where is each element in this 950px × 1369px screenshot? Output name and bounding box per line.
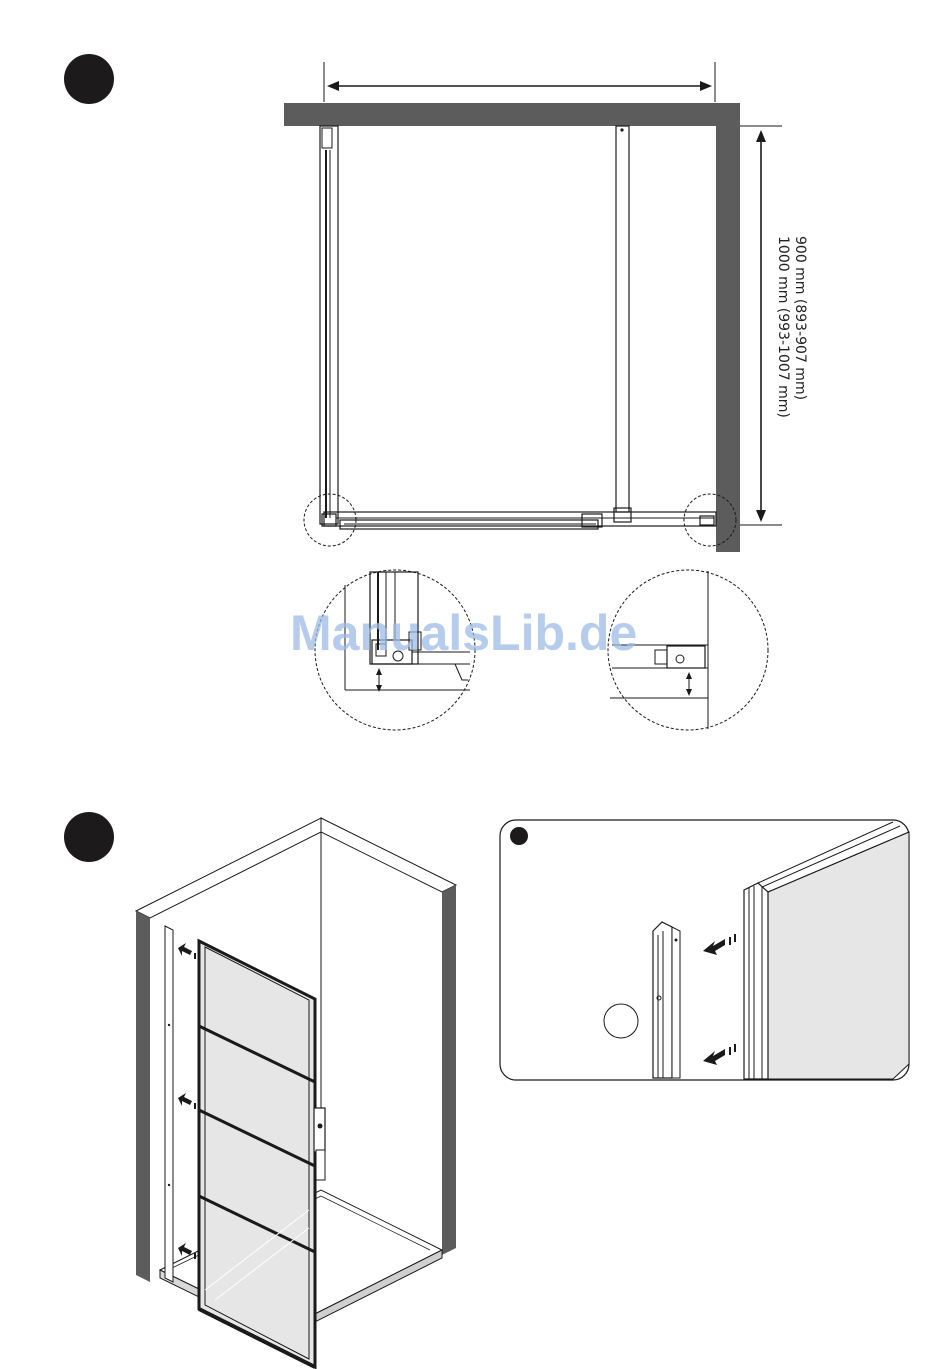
- door-handle: [314, 1108, 325, 1152]
- back-wall: [284, 103, 740, 126]
- depth-arrow-bottom-icon: [756, 510, 766, 522]
- depth-label-900: 900 mm (893-907 mm): [792, 236, 808, 400]
- inset-u-profile-side: [672, 927, 680, 1078]
- step-1-marker-icon: [64, 54, 114, 104]
- top-view-plan: 900 mm (893-907 mm) 1000 mm (993-1007 mm…: [284, 62, 808, 552]
- push-arrow-middle-icon: [178, 1093, 199, 1111]
- side-wall: [716, 103, 740, 552]
- depth-label-1000: 1000 mm (993-1007 mm): [775, 236, 791, 418]
- right-wall-top-edge: [321, 818, 456, 892]
- wall-profile-screw-2-icon: [168, 1184, 170, 1186]
- centre-mullion: [616, 126, 629, 512]
- step-2-marker-icon: [64, 812, 114, 862]
- push-arrow-top-icon: [178, 943, 199, 961]
- inset-detail-box: [500, 820, 909, 1080]
- right-wall: [442, 885, 456, 1255]
- door-stop-right: [700, 516, 714, 525]
- left-wall-profile: [320, 126, 338, 524]
- door-handle-knob-icon: [318, 1124, 323, 1129]
- width-arrow-right-icon: [700, 81, 712, 91]
- wall-profile-iso: [165, 926, 173, 1282]
- left-wall: [136, 911, 150, 1282]
- left-wall-top-edge: [136, 818, 321, 918]
- inset-hole-marker-icon: [604, 1004, 638, 1038]
- inset-profile-screw-1-icon: [675, 939, 678, 942]
- door-handle-grip: [316, 1150, 325, 1180]
- glass-door-panel: [199, 941, 315, 1367]
- isometric-enclosure: [136, 818, 456, 1367]
- mullion-screw-icon: [620, 128, 623, 131]
- inset-frame-profile: [744, 883, 768, 1079]
- left-profile-top-clip: [322, 128, 332, 148]
- depth-arrow-top-icon: [756, 130, 766, 142]
- width-arrow-left-icon: [327, 81, 339, 91]
- watermark-text: ManualsLib.de: [290, 605, 637, 661]
- inset-step-marker-icon: [510, 827, 528, 845]
- wall-profile-screw-1-icon: [168, 1024, 170, 1026]
